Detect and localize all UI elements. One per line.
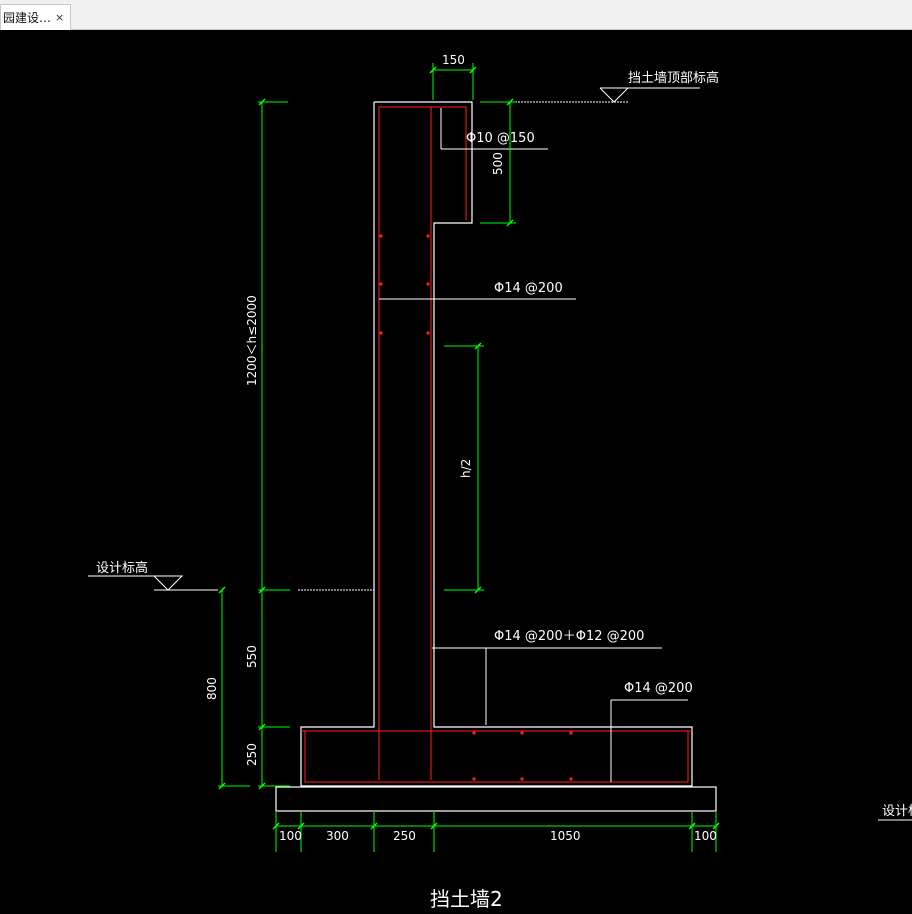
footing-rebar-label: Φ14 @200 xyxy=(624,681,693,696)
wall-vertical-rebar-label: Φ14 @200＋Φ12 @200 xyxy=(494,629,644,644)
dim-bottom-3: 250 xyxy=(393,829,416,843)
design-elevation-label-right: 设计标 xyxy=(882,804,912,819)
rebar-dots xyxy=(379,234,573,781)
dim-footing-thick: 250 xyxy=(245,743,259,766)
dim-top-width: 150 xyxy=(442,53,465,67)
tab-title: 园建设… xyxy=(3,11,52,25)
document-tab[interactable]: 园建设… × xyxy=(0,4,71,30)
dim-half-height: h/2 xyxy=(459,459,473,478)
dim-lower-wall: 550 xyxy=(245,645,259,668)
dim-bottom-1: 100 xyxy=(279,829,302,843)
tab-bar: 园建设… × xyxy=(0,0,912,30)
concrete-outline xyxy=(275,101,717,812)
leader-lines xyxy=(88,87,912,821)
design-elevation-label: 设计标高 xyxy=(96,560,148,576)
cap-rebar-label: Φ10 @150 xyxy=(466,131,535,146)
bottom-title: 挡土墙2 xyxy=(430,887,503,910)
dim-wall-height: 1200＜h≤2000 xyxy=(245,295,259,386)
dim-bottom-4: 1050 xyxy=(550,829,581,843)
wall-horizontal-rebar-label: Φ14 @200 xyxy=(494,281,563,296)
dim-bottom-2: 300 xyxy=(326,829,349,843)
cad-canvas[interactable]: 挡土墙顶部标高 设计标高 设计标 Φ10 @150 Φ14 @200 Φ14 @… xyxy=(0,30,912,911)
dimension-ticks xyxy=(218,66,720,830)
top-elevation-label: 挡土墙顶部标高 xyxy=(628,70,719,86)
dim-bottom-5: 100 xyxy=(694,829,717,843)
retaining-wall-section: 挡土墙顶部标高 设计标高 设计标 Φ10 @150 Φ14 @200 Φ14 @… xyxy=(88,53,912,911)
close-icon[interactable]: × xyxy=(55,11,65,24)
dim-cap-height: 500 xyxy=(491,152,505,175)
rebar-lines xyxy=(301,106,692,783)
dim-embed-depth: 800 xyxy=(205,677,219,700)
dimension-lines xyxy=(218,63,717,852)
